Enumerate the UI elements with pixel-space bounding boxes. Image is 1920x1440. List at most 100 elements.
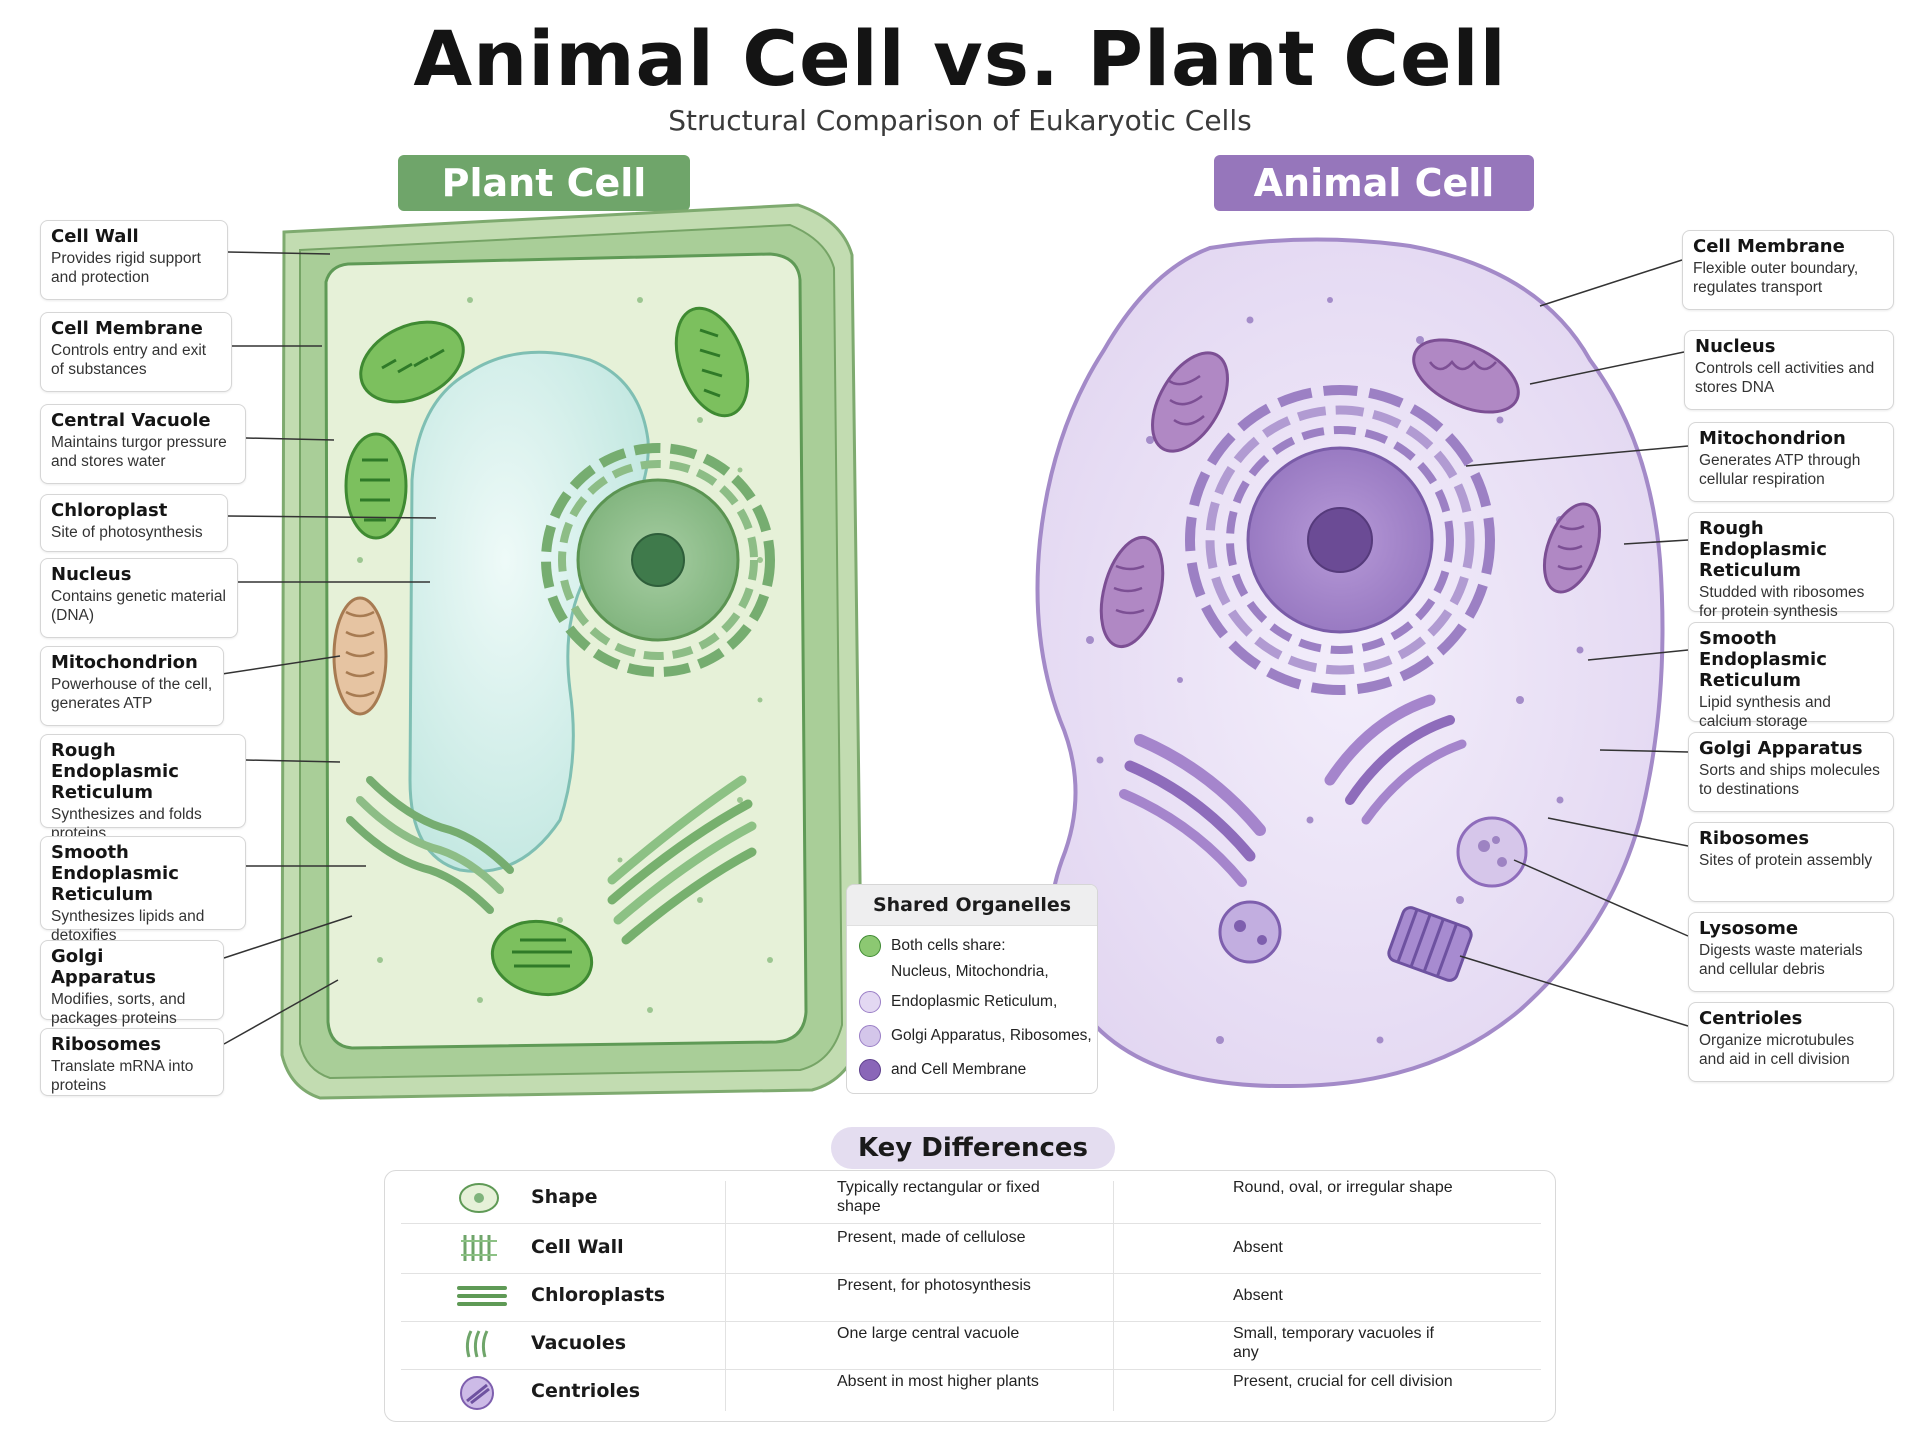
label-description: Flexible outer boundary, regulates trans…: [1693, 260, 1859, 296]
label-description: Contains genetic material (DNA): [51, 588, 226, 624]
plant-mitochondrion: [332, 596, 388, 716]
animal-label-golgi-apparatus: Golgi Apparatus Sorts and ships molecule…: [1688, 732, 1894, 812]
animal-cell-banner: Animal Cell: [1214, 155, 1534, 211]
plant-smooth-er: [346, 776, 514, 914]
animal-value: Absent: [1233, 1239, 1283, 1256]
label-description: Maintains turgor pressure and stores wat…: [51, 434, 227, 470]
animal-cell-illustration: [1035, 237, 1689, 1089]
plant-golgi-apparatus: [607, 775, 757, 945]
shared-line: Nucleus, Mitochondria,: [891, 963, 1049, 980]
plant-cell-banner: Plant Cell: [398, 155, 690, 211]
plant-value: Present, made of cellulose: [837, 1229, 1026, 1246]
label-description: Studded with ribosomes for protein synth…: [1699, 584, 1865, 620]
animal-label-ribosomes: Ribosomes Sites of protein assembly: [1688, 822, 1894, 902]
label-title: Ribosomes: [51, 1034, 162, 1055]
label-title: Nucleus: [51, 564, 132, 585]
key-differences-title: Key Differences: [831, 1127, 1115, 1169]
label-title: Cell Membrane: [1693, 236, 1845, 257]
label-description: Translate mRNA into proteins: [51, 1058, 194, 1094]
plant-label-golgi-apparatus: Golgi Apparatus Modifies, sorts, and pac…: [40, 940, 224, 1027]
label-title: Mitochondrion: [51, 652, 198, 673]
organelle-icon: [859, 991, 881, 1013]
animal-label-lysosome: Lysosome Digests waste materials and cel…: [1688, 912, 1894, 992]
shared-line: and Cell Membrane: [859, 1059, 1026, 1081]
key-differences-table: Shape Typically rectangular or fixed sha…: [384, 1170, 1556, 1422]
animal-value: Small, temporary vacuoles if any: [1233, 1325, 1434, 1361]
animal-label-cell-membrane: Cell Membrane Flexible outer boundary, r…: [1682, 230, 1894, 310]
plant-value: Typically rectangular or fixed shape: [837, 1179, 1040, 1215]
label-title: Cell Membrane: [51, 318, 203, 339]
label-title: Cell Wall: [51, 226, 139, 247]
label-description: Generates ATP through cellular respirati…: [1699, 452, 1861, 488]
plant-label-nucleus: Nucleus Contains genetic material (DNA): [40, 558, 238, 638]
organelle-icon: [859, 1025, 881, 1047]
animal-value: Round, oval, or irregular shape: [1233, 1179, 1453, 1196]
feature-name: Cell Wall: [531, 1236, 624, 1258]
page-title: Animal Cell vs. Plant Cell: [413, 14, 1507, 103]
table-row: Centrioles Absent in most higher plants …: [385, 1367, 1557, 1417]
label-description: Modifies, sorts, and packages proteins: [51, 991, 186, 1027]
label-title: Nucleus: [1695, 336, 1776, 357]
shared-line: Endoplasmic Reticulum,: [859, 991, 1057, 1013]
animal-value: Present, crucial for cell division: [1233, 1373, 1453, 1390]
label-title: Mitochondrion: [1699, 428, 1846, 449]
label-description: Controls entry and exit of substances: [51, 342, 207, 378]
table-row: Shape Typically rectangular or fixed sha…: [385, 1173, 1557, 1223]
animal-label-rough-er: Rough Endoplasmic Reticulum Studded with…: [1688, 512, 1894, 620]
feature-name: Vacuoles: [531, 1332, 627, 1354]
animal-label-mitochondrion: Mitochondrion Generates ATP through cell…: [1688, 422, 1894, 502]
plant-label-ribosomes: Ribosomes Translate mRNA into proteins: [40, 1028, 224, 1096]
label-title: Golgi Apparatus: [1699, 738, 1863, 759]
label-description: Site of photosynthesis: [51, 524, 203, 541]
animal-nucleus: [1185, 385, 1495, 695]
label-title: Rough Endoplasmic Reticulum: [51, 740, 179, 803]
animal-golgi-apparatus: [1119, 694, 1467, 887]
shared-line: Golgi Apparatus, Ribosomes,: [859, 1025, 1092, 1047]
label-title: Smooth Endoplasmic Reticulum: [1699, 628, 1827, 691]
label-title: Lysosome: [1699, 918, 1799, 939]
label-title: Rough Endoplasmic Reticulum: [1699, 518, 1827, 581]
feature-name: Shape: [531, 1186, 598, 1208]
plant-value: One large central vacuole: [837, 1325, 1020, 1342]
label-description: Controls cell activities and stores DNA: [1695, 360, 1875, 396]
label-description: Provides rigid support and protection: [51, 250, 201, 286]
label-title: Central Vacuole: [51, 410, 211, 431]
plant-cell-illustration: [221, 203, 864, 1100]
shared-organelles-title: Shared Organelles: [847, 885, 1097, 926]
animal-mitochondrion: [1151, 351, 1229, 453]
cell-shape-icon: [459, 1183, 499, 1213]
chloroplast-icon: [859, 935, 881, 957]
shared-organelles-box: Shared Organelles Both cells share: Nucl…: [846, 884, 1098, 1094]
plant-label-smooth-er: Smooth Endoplasmic Reticulum Synthesizes…: [40, 836, 246, 944]
chloroplast-icon: [457, 1286, 507, 1306]
plant-label-central-vacuole: Central Vacuole Maintains turgor pressur…: [40, 404, 246, 484]
plant-label-mitochondrion: Mitochondrion Powerhouse of the cell, ge…: [40, 646, 224, 726]
page-subtitle: Structural Comparison of Eukaryotic Cell…: [668, 104, 1252, 137]
label-description: Sorts and ships molecules to destination…: [1699, 762, 1880, 798]
table-row: Vacuoles One large central vacuole Small…: [385, 1319, 1557, 1369]
vacuole-icon: [465, 1330, 489, 1358]
cell-wall-icon: [461, 1235, 497, 1261]
label-description: Synthesizes lipids and detoxifies: [51, 908, 205, 944]
table-row: Cell Wall Present, made of cellulose Abs…: [385, 1223, 1557, 1273]
plant-chloroplast: [359, 320, 465, 404]
animal-label-smooth-er: Smooth Endoplasmic Reticulum Lipid synth…: [1688, 622, 1894, 730]
label-title: Chloroplast: [51, 500, 168, 521]
plant-label-cell-membrane: Cell Membrane Controls entry and exit of…: [40, 312, 232, 392]
animal-lysosome: [1456, 816, 1528, 888]
animal-label-centrioles: Centrioles Organize microtubules and aid…: [1688, 1002, 1894, 1082]
label-description: Organize microtubules and aid in cell di…: [1699, 1032, 1855, 1068]
plant-label-cell-wall: Cell Wall Provides rigid support and pro…: [40, 220, 228, 300]
animal-label-nucleus: Nucleus Controls cell activities and sto…: [1684, 330, 1894, 410]
label-title: Golgi Apparatus: [51, 946, 157, 988]
label-description: Powerhouse of the cell, generates ATP: [51, 676, 213, 712]
feature-name: Chloroplasts: [531, 1284, 666, 1306]
table-row: Chloroplasts Present, for photosynthesis…: [385, 1271, 1557, 1321]
shared-line: Both cells share:: [859, 935, 1006, 957]
plant-value: Absent in most higher plants: [837, 1373, 1039, 1390]
plant-value: Present, for photosynthesis: [837, 1277, 1031, 1294]
label-description: Digests waste materials and cellular deb…: [1699, 942, 1863, 978]
label-title: Centrioles: [1699, 1008, 1803, 1029]
plant-nucleus: [541, 443, 775, 677]
